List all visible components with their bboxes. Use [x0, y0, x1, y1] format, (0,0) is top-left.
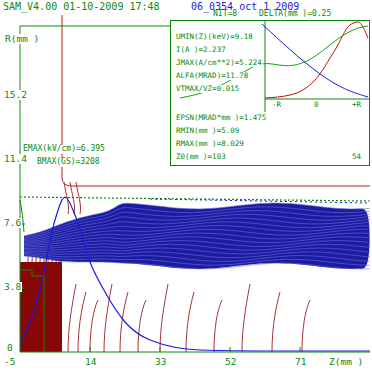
equipotential-line: [90, 300, 98, 352]
trajectory: [24, 244, 370, 250]
panel-value: I(A )=2.237: [175, 46, 227, 54]
inset-baseline: [265, 99, 370, 100]
x-axis: [20, 352, 370, 353]
equipotential-line: [104, 284, 112, 352]
field-line: [51, 262, 52, 352]
tick-label: 11.4: [3, 154, 28, 164]
field-line: [29, 262, 30, 352]
trajectory: [24, 255, 370, 266]
anode-electrode: [62, 15, 370, 186]
field-line: [31, 262, 32, 352]
equipotential-line: [68, 284, 76, 352]
cathode-field-block: [20, 262, 62, 352]
panel-value: ALFA(MRAD)=11.78: [175, 72, 249, 80]
tick-label: 52: [224, 357, 237, 367]
tick-label: 71: [294, 357, 307, 367]
tick: [159, 347, 160, 352]
tick-label: 15.2: [3, 90, 28, 100]
focus-electrode: [20, 270, 44, 352]
y-axis: [20, 26, 21, 352]
electron-beam: [24, 203, 370, 269]
panel-value: -R: [271, 101, 282, 109]
equipotential-line: [242, 284, 250, 352]
equipotential-line: [160, 284, 168, 352]
equipotential-line: [186, 292, 194, 352]
field-curve: [20, 197, 370, 351]
trajectory: [24, 203, 370, 236]
field-line: [53, 262, 54, 352]
axis-title: R(mm ): [4, 34, 40, 44]
trajectory: [24, 211, 370, 239]
field-line: [21, 262, 22, 352]
tick: [299, 347, 300, 352]
panel-value: RMAX(mm )=8.029: [175, 140, 245, 148]
tick-label: 0: [6, 343, 14, 353]
field-line: [55, 262, 56, 352]
trajectory: [24, 254, 370, 262]
parameter-panel: UMIN(Z)(keV)=9.18I(A )=2.237JMAX(A/cm**2…: [170, 20, 370, 166]
equipotential-line: [302, 300, 310, 352]
boundary-dotted: [150, 199, 370, 203]
tick-label: 7.6: [3, 218, 22, 228]
field-value: EMAX(kV/cm)=6.395: [22, 145, 106, 154]
equipotential-line: [78, 292, 86, 352]
field-line: [47, 262, 48, 352]
axis-title: Z(mm ): [328, 357, 364, 367]
panel-value: VTMAX/VZ=0.015: [175, 85, 240, 93]
tick-label: -5: [3, 357, 16, 367]
beam-trajectories: [24, 203, 370, 269]
inset-curve: [262, 24, 368, 97]
equipotential-line: [272, 292, 280, 352]
panel-value: Z0(mm )=103: [175, 153, 227, 161]
panel-value: 0: [313, 101, 320, 109]
field-line: [27, 262, 28, 352]
trajectory: [24, 233, 370, 246]
field-line: [59, 262, 60, 352]
field-line: [25, 262, 26, 352]
inset-curve: [265, 22, 368, 98]
field-value: BMAX(GS)=3208: [36, 158, 101, 167]
trajectory: [24, 222, 370, 242]
field-line: [57, 262, 58, 352]
run-header: SAM_V4.00 01-10-2009 17:48: [2, 1, 161, 12]
field-line: [61, 262, 62, 352]
tick-label: 14: [84, 357, 97, 367]
equipotential-line: [138, 300, 146, 352]
panel-value: JMAX(A/cm**2)=5.224: [175, 59, 263, 67]
tick-label: 3.8: [3, 282, 22, 292]
panel-value: 54: [351, 153, 362, 161]
field-line: [45, 262, 46, 352]
equipotential-line: [214, 300, 222, 352]
panel-value: +R: [351, 101, 362, 109]
panel-value: EPSN(MRAD*mm )=1.475: [175, 114, 267, 122]
boundary-dotted: [20, 197, 370, 201]
trajectory: [24, 248, 370, 254]
field-line: [49, 262, 50, 352]
equipotential-line: [120, 292, 128, 352]
ticks: [20, 96, 300, 352]
tick: [89, 347, 90, 352]
trajectory: [24, 256, 370, 269]
panel-value: RMIN(mm )=5.09: [175, 127, 240, 135]
iteration-count: NIT=8: [212, 10, 238, 19]
plot-frame: [20, 26, 170, 27]
mesh-step: DELTA(mm )=0.25: [258, 10, 332, 19]
panel-value: UMIN(Z)(keV)=9.18: [175, 33, 254, 41]
tick-label: 33: [154, 357, 167, 367]
tick: [229, 347, 230, 352]
